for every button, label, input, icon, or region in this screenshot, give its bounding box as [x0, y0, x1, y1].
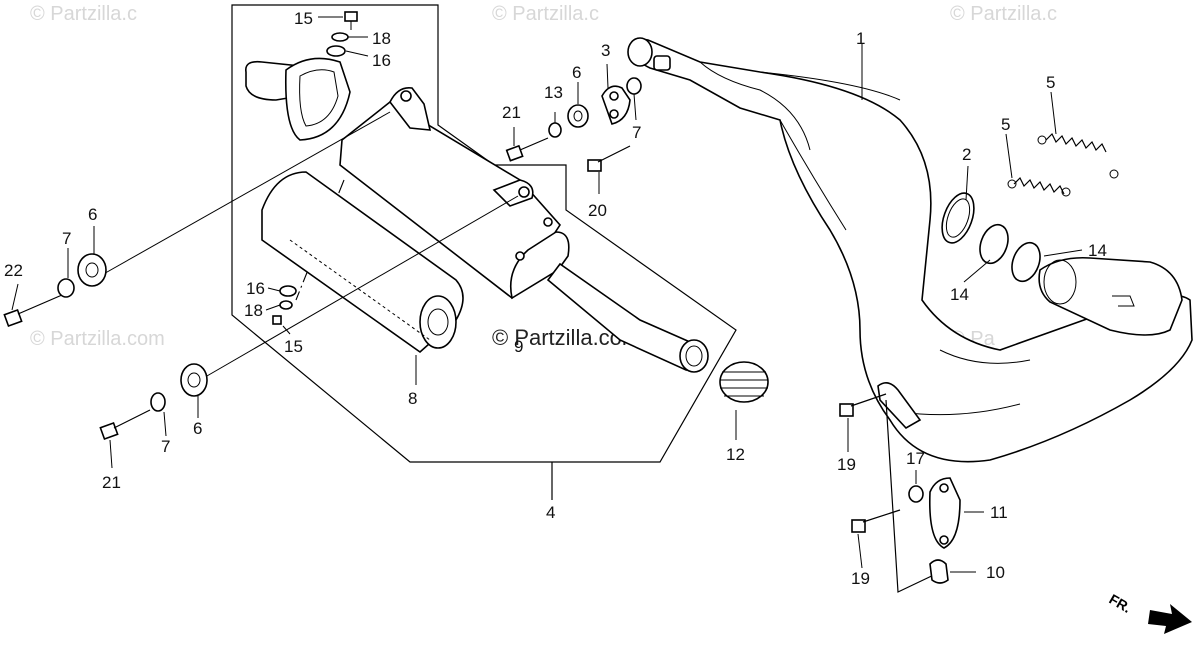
watermark-top-left: © Partzilla.c — [30, 3, 137, 25]
callout-12: 12 — [726, 445, 745, 464]
silencer-packing-8 — [261, 171, 464, 354]
callout-3: 3 — [601, 41, 610, 60]
oring-2 — [941, 192, 975, 244]
bolt-15-low — [272, 315, 282, 325]
leader-6-top — [99, 111, 391, 277]
oring-14-b — [1011, 241, 1041, 283]
silencer-assembly-outline — [231, 4, 737, 463]
grommet-6-lower — [180, 363, 208, 397]
packing-12 — [719, 361, 769, 403]
callout-14-b: 14 — [950, 285, 969, 304]
clamp-10 — [929, 559, 949, 584]
watermark-top-mid: © Partzilla.c — [492, 3, 599, 25]
callout-7-b: 7 — [62, 229, 71, 248]
callout-6-b: 6 — [88, 205, 97, 224]
direction-label: FR. — [1107, 591, 1135, 616]
oring-14-a — [979, 223, 1009, 265]
bracket-3 — [601, 85, 631, 125]
leader-19-bracket — [885, 399, 941, 593]
collar-7-top — [626, 77, 642, 95]
expansion-chamber — [627, 37, 1193, 463]
bolt-20 — [587, 145, 631, 172]
callout-20: 20 — [588, 201, 607, 220]
grommet-16-top — [326, 45, 346, 57]
callout-13: 13 — [544, 83, 563, 102]
washer-17 — [908, 485, 924, 503]
collar-7-lower — [150, 392, 166, 412]
hidden-line — [295, 179, 345, 301]
bracket-11 — [928, 477, 961, 549]
bolt-21-top — [505, 137, 549, 162]
callout-5-a: 5 — [1046, 73, 1055, 92]
grommet-16-low — [279, 285, 297, 297]
end-cap — [245, 57, 351, 141]
callout-9: 9 — [514, 337, 523, 356]
callout-19-a: 19 — [837, 455, 856, 474]
bolt-19-lower — [851, 509, 901, 533]
grommet-6-top — [567, 104, 589, 128]
callout-16-a: 16 — [372, 51, 391, 70]
callout-11: 11 — [990, 503, 1008, 522]
washer-13 — [548, 122, 562, 138]
washer-18-top — [331, 32, 349, 42]
washer-18-low — [279, 300, 293, 310]
callout-22: 22 — [4, 261, 23, 280]
front-arrow-icon — [1148, 604, 1192, 634]
callout-6-a: 6 — [572, 63, 581, 82]
callout-21-b: 21 — [102, 473, 121, 492]
callout-6-c: 6 — [193, 419, 202, 438]
silencer-body — [339, 86, 709, 373]
callout-4: 4 — [546, 503, 555, 522]
watermark-left-mid: © Partzilla.com — [30, 328, 165, 350]
chamber-outlet — [1038, 256, 1183, 336]
callout-2: 2 — [962, 145, 971, 164]
callout-10: 10 — [986, 563, 1005, 582]
callout-8: 8 — [408, 389, 417, 408]
watermark-top-right: © Partzilla.c — [950, 3, 1057, 25]
callout-21-a: 21 — [502, 103, 521, 122]
bolt-21-low — [99, 409, 151, 441]
callout-15-a: 15 — [294, 9, 313, 28]
callout-18-a: 18 — [372, 29, 391, 48]
spring-5-b — [1037, 132, 1119, 179]
collar-7-upper — [57, 278, 75, 298]
bolt-19-upper — [839, 393, 887, 417]
grommet-6-upper — [77, 253, 107, 287]
chamber-mount-tab — [877, 382, 922, 430]
bolt-15-top — [344, 11, 358, 30]
callout-5-b: 5 — [1001, 115, 1010, 134]
callout-1: 1 — [856, 29, 865, 48]
callout-7-c: 7 — [161, 437, 170, 456]
callout-14-a: 14 — [1088, 241, 1107, 260]
callout-19-b: 19 — [851, 569, 870, 588]
callout-16-b: 16 — [246, 279, 265, 298]
callout-18-b: 18 — [244, 301, 263, 320]
callout-17: 17 — [906, 449, 925, 468]
callout-7-a: 7 — [632, 123, 641, 142]
spring-5-a — [1007, 176, 1071, 197]
callout-15-b: 15 — [284, 337, 303, 356]
bolt-22 — [3, 294, 63, 328]
leader-6-low — [199, 195, 519, 381]
